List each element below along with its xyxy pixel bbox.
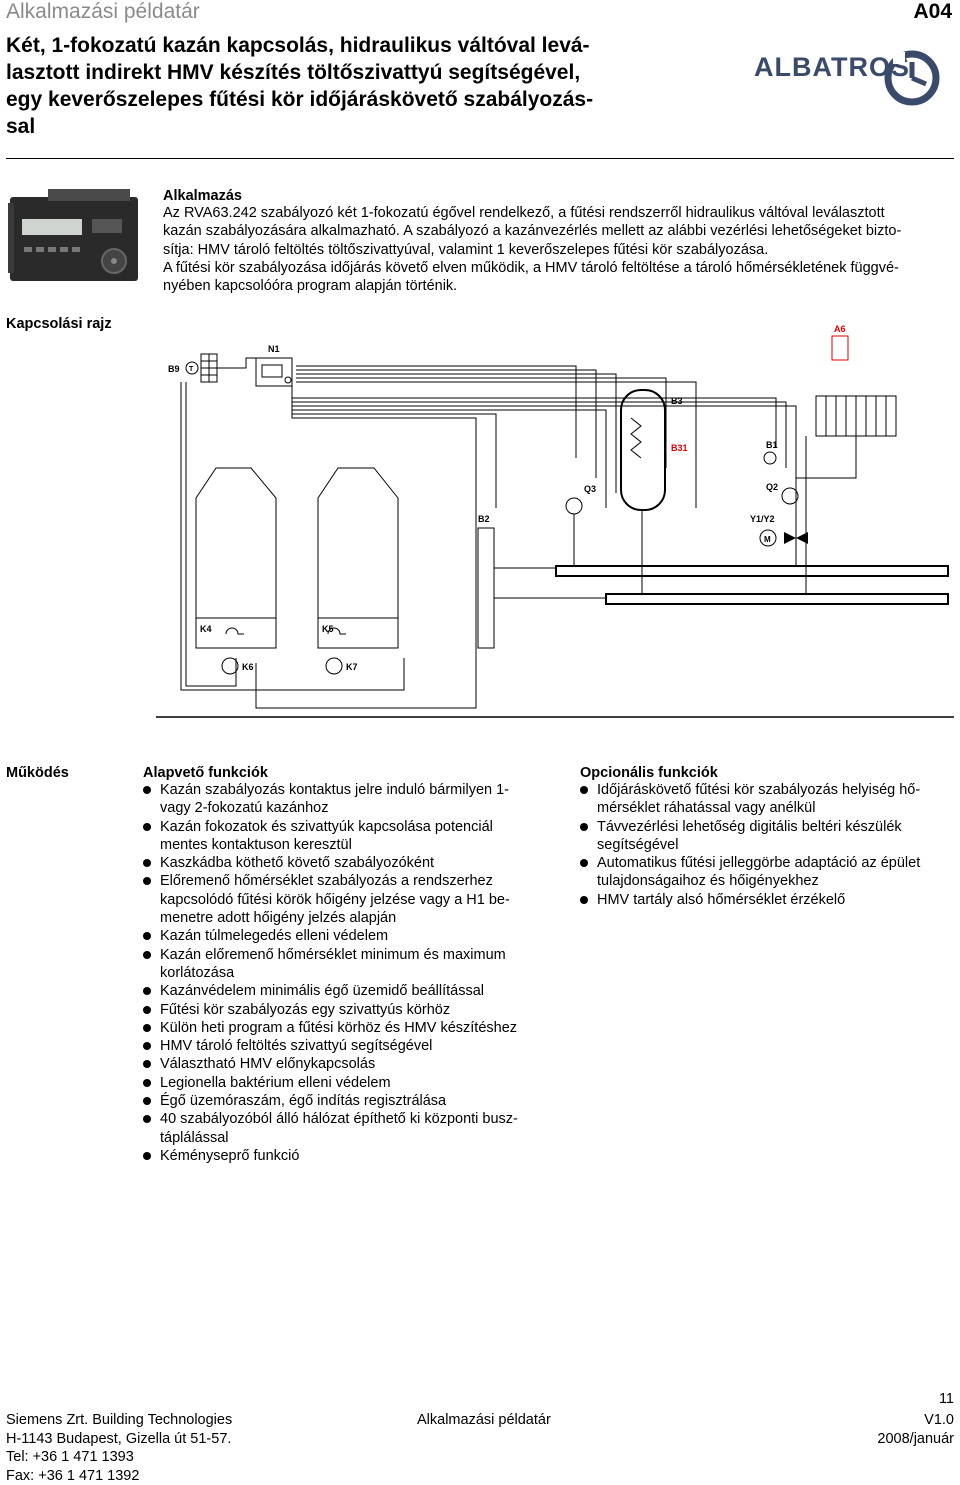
list-item: Kazán előremenő hőmérséklet minimum és m… (143, 946, 553, 983)
label-b1: B1 (766, 440, 778, 450)
document-code: A04 (913, 0, 952, 24)
label-t: T (189, 366, 194, 373)
company-line: Tel: +36 1 471 1393 (6, 1448, 232, 1467)
header-divider (6, 158, 954, 159)
label-k4: K4 (200, 624, 212, 634)
list-item: Fűtési kör szabályozás egy szivattyús kö… (143, 1001, 553, 1019)
list-item: Választható HMV előnykapcsolás (143, 1055, 553, 1073)
list-item: 40 szabályozóból álló hálózat építhető k… (143, 1110, 553, 1147)
basic-functions-heading: Alapvető funkciók (143, 765, 553, 781)
company-info: Siemens Zrt. Building Technologies H-114… (6, 1411, 232, 1485)
list-item: Legionella baktérium elleni védelem (143, 1074, 553, 1092)
label-b31: B31 (671, 443, 688, 453)
company-line: Fax: +36 1 471 1392 (6, 1467, 232, 1485)
application-line: kazán szabályozására alkalmazható. A sza… (163, 222, 955, 240)
list-item: Kazán szabályozás kontaktus jelre induló… (143, 781, 553, 818)
title-line: sal (6, 113, 656, 140)
title-line: Két, 1-fokozatú kazán kapcsolás, hidraul… (6, 32, 656, 59)
basic-functions: Alapvető funkciók Kazán szabályozás kont… (143, 765, 553, 1165)
list-item: HMV tartály alsó hőmérséklet érzékelő (580, 891, 955, 909)
label-k7: K7 (346, 662, 358, 672)
optional-functions-heading: Opcionális funkciók (580, 765, 955, 781)
list-item: Kaszkádba köthető követő szabályozóként (143, 854, 553, 872)
wiring-schematic: B9 T N1 K4 K6 K5 K7 B2 B3 (156, 318, 956, 720)
label-b2: B2 (478, 514, 490, 524)
title-line: lasztott indirekt HMV készítés töltősziv… (6, 59, 656, 86)
application-line: A fűtési kör szabályozása időjárás követ… (163, 259, 955, 277)
application-line: Az RVA63.242 szabályozó két 1-fokozatú é… (163, 204, 955, 222)
date: 2008/január (877, 1430, 954, 1449)
label-b9: B9 (168, 364, 180, 374)
label-n1: N1 (268, 344, 280, 354)
application-section: Alkalmazás Az RVA63.242 szabályozó két 1… (163, 188, 955, 295)
list-item: Kazán túlmelegedés elleni védelem (143, 927, 553, 945)
page-number: 11 (939, 1390, 954, 1409)
controller-device-image (8, 189, 143, 284)
title-line: egy keverőszelepes fűtési kör időjáráskö… (6, 86, 656, 113)
label-b3: B3 (671, 396, 683, 406)
list-item: Előremenő hőmérséklet szabályozás a rend… (143, 872, 553, 927)
document-label: Alkalmazási példatár (6, 0, 200, 24)
application-heading: Alkalmazás (163, 188, 955, 204)
company-line: H-1143 Budapest, Gizella út 51-57. (6, 1430, 232, 1449)
diagram-heading: Kapcsolási rajz (6, 316, 112, 332)
label-y1y2: Y1/Y2 (750, 514, 775, 524)
list-item: Távvezérlési lehetőség digitális beltéri… (580, 818, 955, 855)
list-item: Kazánvédelem minimális égő üzemidő beáll… (143, 982, 553, 1000)
list-item: Külön heti program a fűtési körhöz és HM… (143, 1019, 553, 1037)
label-q2: Q2 (766, 482, 778, 492)
application-text: Az RVA63.242 szabályozó két 1-fokozatú é… (163, 204, 955, 295)
list-item: HMV tároló feltöltés szivattyú segítségé… (143, 1037, 553, 1055)
list-item: Automatikus fűtési jelleggörbe adaptáció… (580, 854, 955, 891)
version: V1.0 (877, 1411, 954, 1430)
list-item: Kazán fokozatok és szivattyúk kapcsolása… (143, 818, 553, 855)
label-k6: K6 (242, 662, 254, 672)
list-item: Időjáráskövető fűtési kör szabályozás he… (580, 781, 955, 818)
albatros-logo: ALBATROS (752, 42, 947, 108)
optional-functions-list: Időjáráskövető fűtési kör szabályozás he… (580, 781, 955, 909)
list-item: Kéményseprő funkció (143, 1147, 553, 1165)
label-a6: A6 (834, 324, 846, 334)
list-item: Égő üzemóraszám, égő indítás regisztrálá… (143, 1092, 553, 1110)
application-line: nyében kapcsolóóra program alapján törté… (163, 277, 955, 295)
optional-functions: Opcionális funkciók Időjáráskövető fűtés… (580, 765, 955, 909)
functions-heading: Működés (6, 765, 69, 781)
footer-version-block: V1.0 2008/január (877, 1411, 954, 1448)
label-q3: Q3 (584, 484, 596, 494)
label-m: M (764, 535, 771, 544)
company-line: Siemens Zrt. Building Technologies (6, 1411, 232, 1430)
page-title: Két, 1-fokozatú kazán kapcsolás, hidraul… (6, 32, 656, 140)
basic-functions-list: Kazán szabályozás kontaktus jelre induló… (143, 781, 553, 1165)
application-line: sítja: HMV tároló feltöltés töltőszivatt… (163, 241, 955, 259)
footer-doc-title: Alkalmazási példatár (417, 1411, 551, 1430)
